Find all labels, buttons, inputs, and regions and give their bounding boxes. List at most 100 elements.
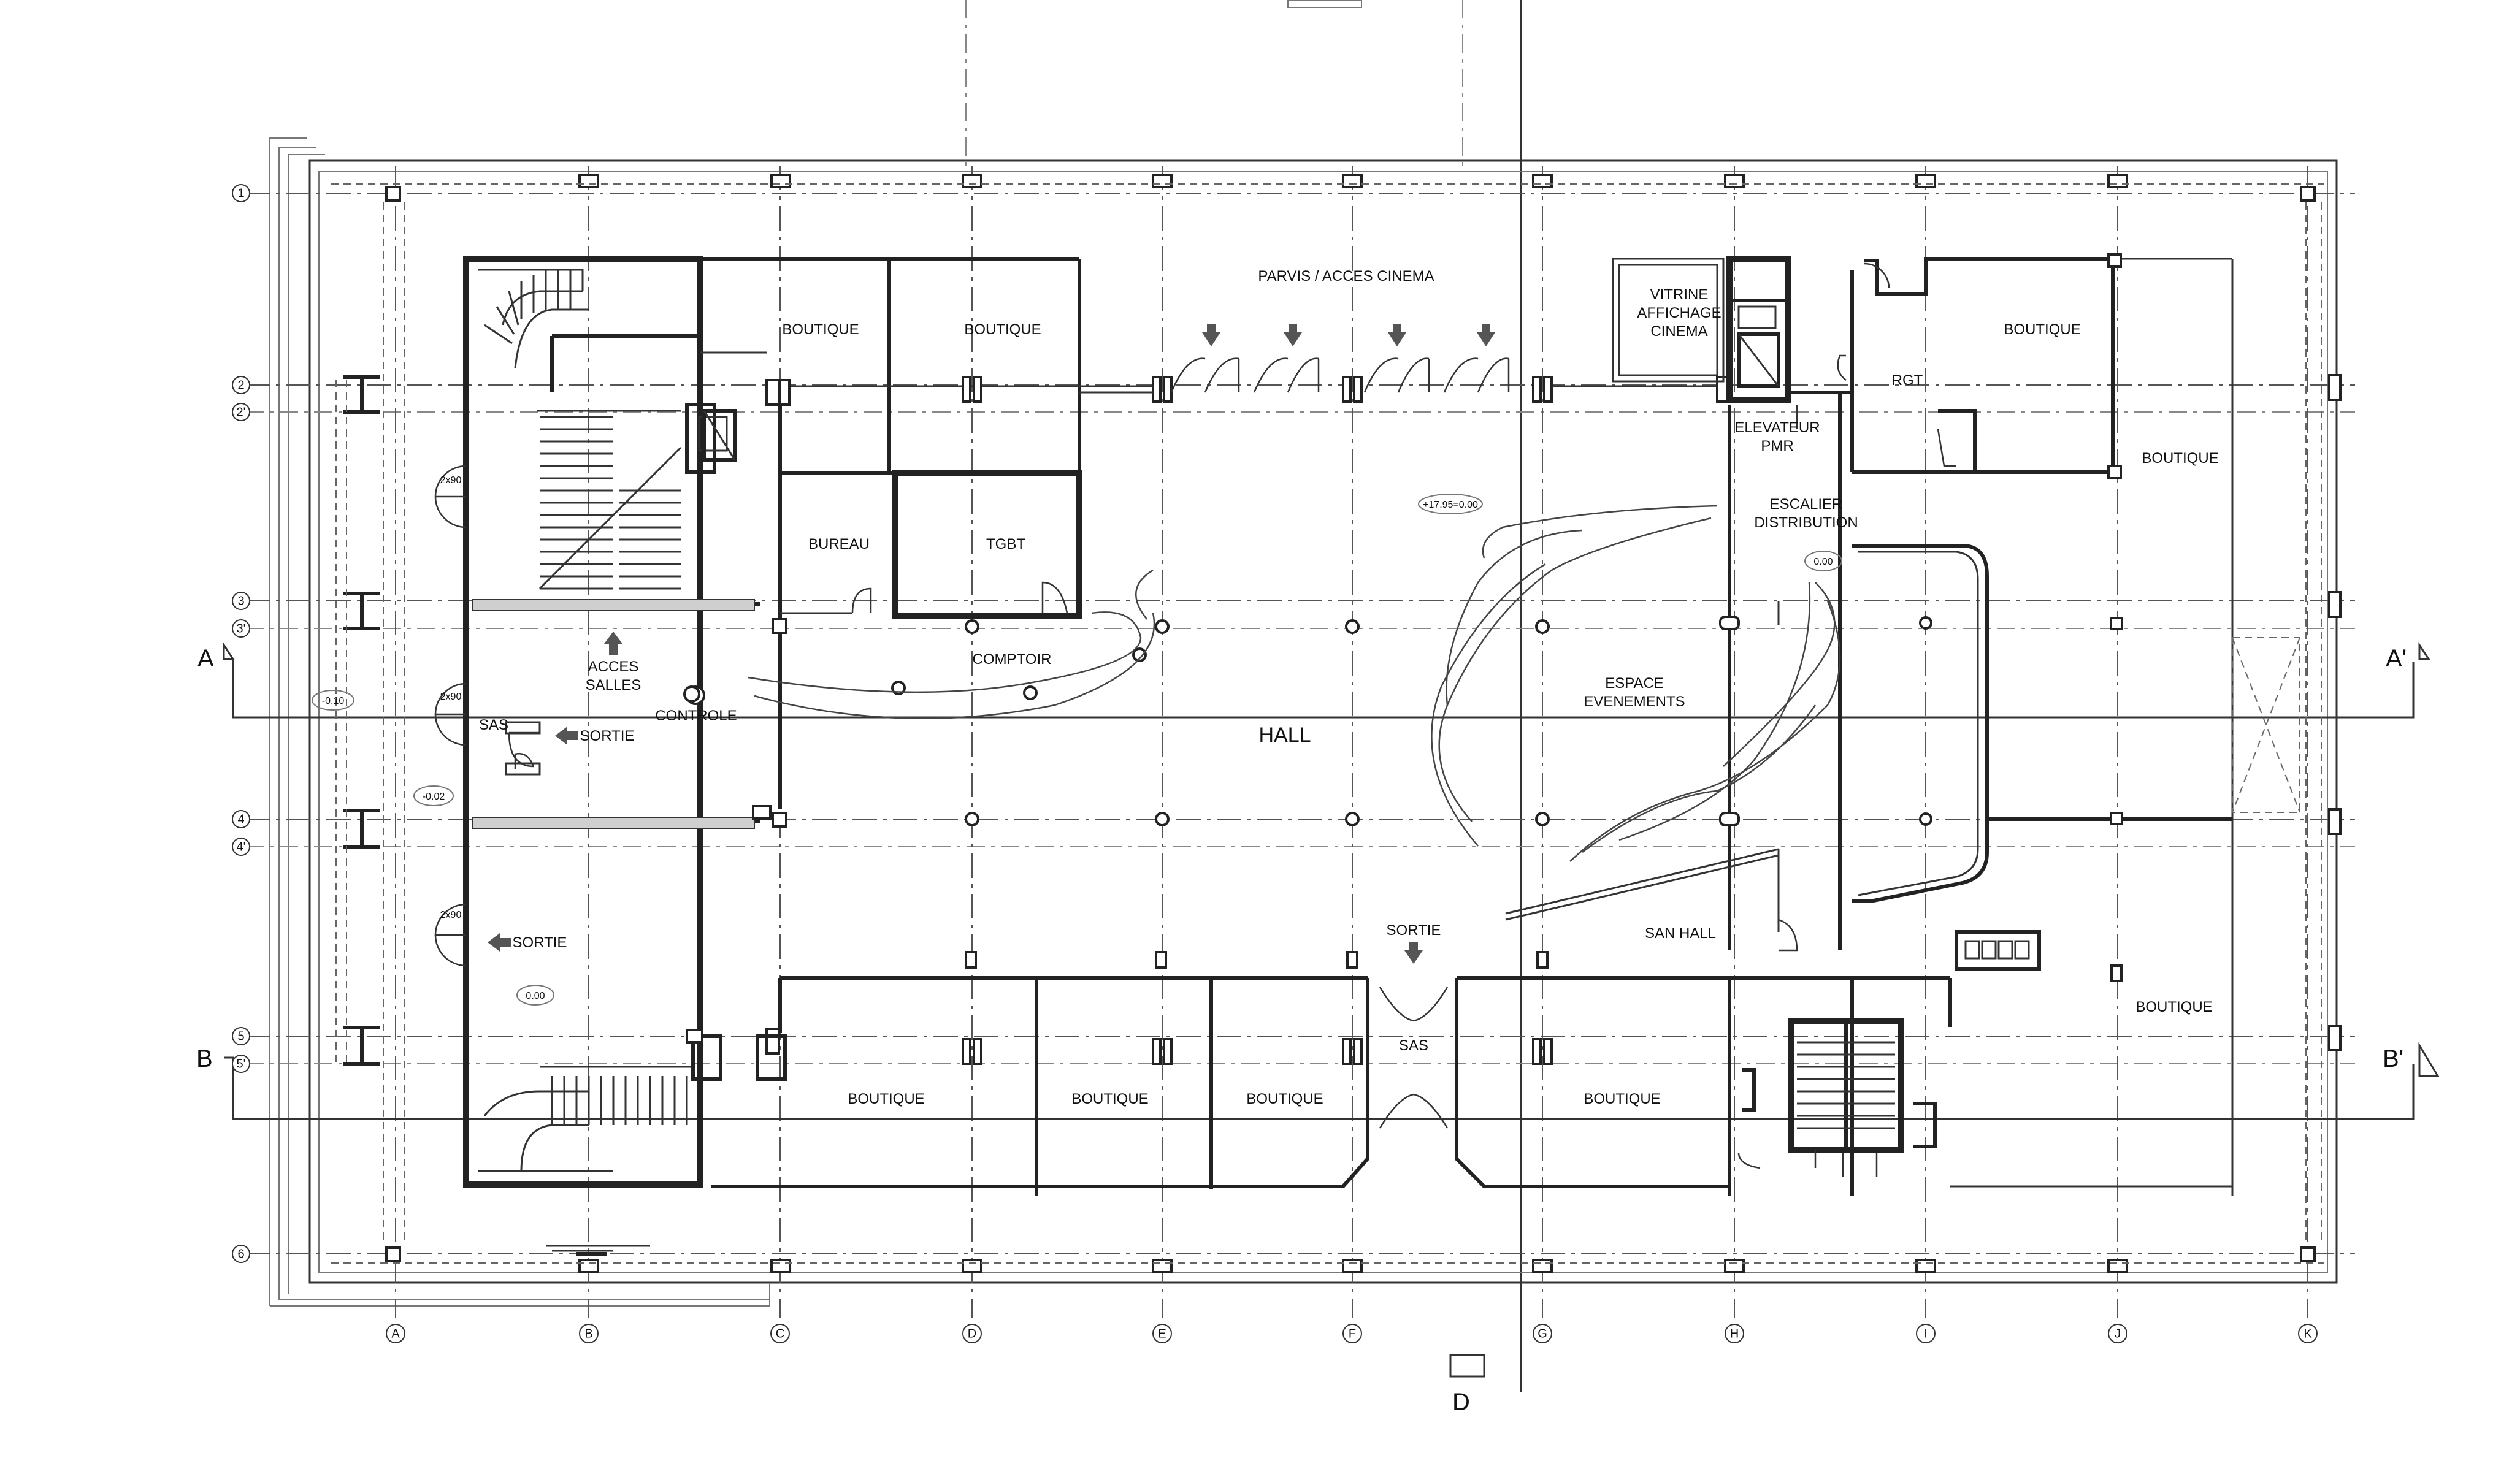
label-stair-1: ESCALIER: [1770, 496, 1843, 513]
label-tgbt: TGBT: [986, 536, 1025, 552]
level-hall: +17.95=0.00: [1423, 500, 1478, 510]
vertical-grid: [395, 166, 2308, 1318]
door-2x90-c: 2x90: [440, 910, 462, 920]
row-label-1: 1: [237, 186, 244, 200]
section-a-right: A': [2386, 645, 2407, 672]
label-sortie-2: SORTIE: [513, 934, 567, 951]
left-doors: [434, 465, 467, 967]
entry-arrow-2: [1284, 332, 1302, 346]
label-san-hall: SAN HALL: [1645, 925, 1716, 942]
label-acces-1: ACCES: [588, 658, 639, 675]
label-boutique-7: BOUTIQUE: [1246, 1091, 1323, 1107]
label-boutique-2: BOUTIQUE: [964, 321, 1041, 338]
label-sortie-3: SORTIE: [1387, 922, 1441, 939]
label-sortie-1: SORTIE: [580, 728, 635, 744]
label-boutique-1: BOUTIQUE: [782, 321, 859, 338]
level-left-zero: 0.00: [526, 991, 545, 1001]
label-elevator-1: ELEVATEUR: [1734, 419, 1820, 436]
level-left-010: -0.10: [322, 696, 345, 706]
perimeter-columns: [343, 174, 2342, 1273]
upper-stair-treads: [538, 416, 682, 590]
label-vitrine-2: AFFICHAGE: [1637, 305, 1721, 321]
left-facade: [331, 183, 2324, 1264]
lower-stair-treads: [1797, 1041, 1895, 1129]
bottom-stair-treads: [540, 1066, 693, 1125]
label-controle: CONTROLE: [655, 708, 737, 724]
label-boutique-8: BOUTIQUE: [1584, 1091, 1660, 1107]
lower-shops: [711, 918, 2232, 1196]
column-markers: A B C D E F G H I J K: [386, 1324, 2318, 1343]
label-parvis: PARVIS / ACCES CINEMA: [1258, 268, 1434, 284]
door-2x90-a: 2x90: [440, 475, 462, 486]
level-left-002: -0.02: [423, 792, 445, 802]
horizontal-grid: [245, 193, 2355, 1254]
north-leftovers: [965, 0, 1522, 1392]
col-label-a: A: [391, 1327, 400, 1340]
col-label-f: F: [1349, 1327, 1356, 1340]
col-label-j: J: [2115, 1327, 2121, 1340]
acces-arrow-icon: [604, 632, 622, 644]
label-rgt: RGT: [1892, 372, 1923, 389]
col-label-c: C: [776, 1327, 784, 1340]
right-core: [1612, 253, 2300, 1196]
row-label-6: 6: [237, 1247, 244, 1261]
label-bureau: BUREAU: [808, 536, 870, 552]
label-sas-left: SAS: [479, 717, 508, 733]
entrance-doors: [1170, 324, 1510, 393]
col-label-g: G: [1538, 1327, 1547, 1340]
sortie-arrow-left-icon: [555, 727, 567, 745]
row-label-2: 2: [237, 378, 244, 392]
hall-curves: [748, 505, 1841, 932]
entry-arrow-1: [1202, 332, 1220, 346]
col-label-h: H: [1730, 1327, 1739, 1340]
bottom-scraps: [546, 1245, 650, 1256]
row-label-5: 5: [237, 1029, 244, 1043]
label-sas-bottom: SAS: [1399, 1037, 1428, 1054]
col-label-d: D: [968, 1327, 976, 1340]
label-vitrine-3: CINEMA: [1650, 323, 1707, 340]
building-outline: [269, 137, 2338, 1307]
exit-arrow-bottom: [1404, 950, 1423, 964]
direction-arrows: [488, 632, 700, 952]
row-label-5p: 5': [237, 1057, 246, 1071]
row-label-3p: 3': [237, 622, 246, 635]
row-label-2p: 2': [237, 405, 246, 419]
level-stair: 0.00: [1813, 557, 1833, 567]
entry-arrow-3: [1388, 332, 1406, 346]
section-b-right: B': [2383, 1045, 2403, 1072]
label-espace-1: ESPACE: [1605, 675, 1664, 692]
row-markers: 1 2 2' 3 3' 4 4' 5 5' 6: [232, 184, 250, 1263]
door-2x90-b: 2x90: [440, 692, 462, 702]
col-label-k: K: [2304, 1327, 2312, 1340]
label-boutique-6: BOUTIQUE: [1071, 1091, 1148, 1107]
col-label-i: I: [1924, 1327, 1928, 1340]
col-label-e: E: [1158, 1327, 1166, 1340]
section-lines: [223, 641, 2440, 1378]
level-tags: +17.95=0.00 0.00 -0.10 -0.02 0.00 2x90 2…: [312, 475, 1842, 1006]
label-hall: HALL: [1258, 723, 1311, 747]
section-d-bottom: D: [1452, 1389, 1470, 1416]
row-label-3: 3: [237, 594, 244, 608]
room-labels: PARVIS / ACCES CINEMA BOUTIQUE BOUTIQUE …: [479, 268, 2219, 1107]
row-label-4: 4: [237, 812, 244, 826]
label-stair-2: DISTRIBUTION: [1754, 514, 1858, 531]
label-vitrine-1: VITRINE: [1650, 286, 1709, 303]
label-elevator-2: PMR: [1761, 438, 1793, 454]
label-boutique-5: BOUTIQUE: [848, 1091, 924, 1107]
top-stair-treads: [484, 270, 572, 345]
label-comptoir: COMPTOIR: [973, 651, 1052, 668]
section-a-left: A: [197, 645, 214, 672]
hall-columns: [772, 618, 2123, 982]
label-boutique-9: BOUTIQUE: [2135, 999, 2212, 1015]
upper-shops: [700, 257, 1731, 809]
section-markers: A A' B B' D: [196, 645, 2407, 1416]
col-label-b: B: [584, 1327, 592, 1340]
sortie-arrow-lower-icon: [488, 933, 500, 952]
entry-arrow-4: [1477, 332, 1495, 346]
section-b-left: B: [196, 1045, 213, 1072]
label-espace-2: EVENEMENTS: [1584, 693, 1685, 710]
label-acces-2: SALLES: [586, 677, 641, 693]
label-boutique-3: BOUTIQUE: [2004, 321, 2080, 338]
label-boutique-4: BOUTIQUE: [2142, 450, 2218, 467]
